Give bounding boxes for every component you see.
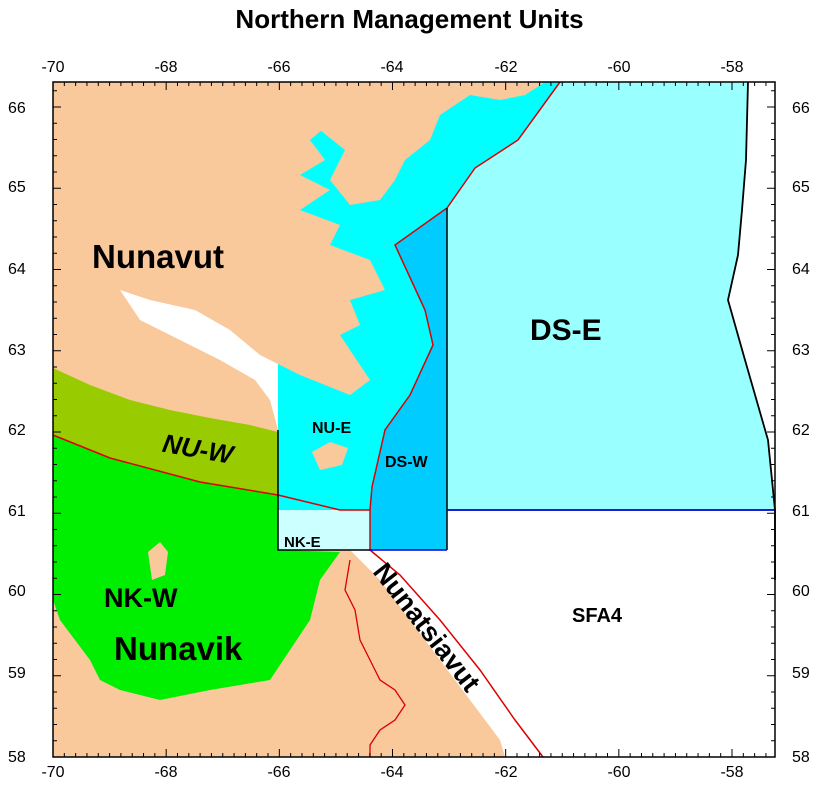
y-tick-right: 66 xyxy=(792,100,810,117)
nk-e-area xyxy=(278,510,370,550)
x-tick-top: -64 xyxy=(380,59,403,76)
label-ds-e: DS-E xyxy=(530,314,602,347)
resolution-island xyxy=(312,442,348,470)
ds-e-area xyxy=(447,82,775,510)
nunatsiavut-border xyxy=(344,559,406,757)
y-axis-labels-right: 66 65 64 63 62 61 60 59 58 xyxy=(792,100,810,766)
x-axis-labels-bottom: -70 -68 -66 -64 -62 -60 -58 xyxy=(41,764,743,781)
y-tick-left: 60 xyxy=(8,583,26,600)
baffin-land-top xyxy=(440,82,545,100)
x-tick-bottom: -66 xyxy=(267,764,290,781)
y-tick-left: 65 xyxy=(8,179,26,196)
label-sfa4: SFA4 xyxy=(572,605,623,627)
x-axis-labels-top: -70 -68 -66 -64 -62 -60 -58 xyxy=(41,59,743,76)
x-tick-top: -58 xyxy=(720,59,743,76)
nk-w-area xyxy=(53,435,340,700)
x-tick-top: -62 xyxy=(494,59,517,76)
x-tick-bottom: -70 xyxy=(41,764,64,781)
x-tick-top: -60 xyxy=(607,59,630,76)
ds-e-east-boundary xyxy=(727,81,776,580)
map-frame xyxy=(52,81,776,758)
y-tick-right: 61 xyxy=(792,503,810,520)
y-tick-left: 59 xyxy=(8,665,26,682)
nu-e-west-boundary xyxy=(277,430,370,551)
y-tick-right: 62 xyxy=(792,422,810,439)
label-nunavut: Nunavut xyxy=(92,238,224,275)
y-tick-right: 65 xyxy=(792,179,810,196)
y-tick-left: 62 xyxy=(8,422,26,439)
sfa4-boundary xyxy=(369,549,544,758)
y-tick-right: 60 xyxy=(792,583,810,600)
label-ds-w: DS-W xyxy=(385,454,429,471)
baffin-land-upper xyxy=(310,82,470,205)
y-tick-right: 63 xyxy=(792,342,810,359)
label-nk-e: NK-E xyxy=(284,534,321,551)
map-title: Northern Management Units xyxy=(235,4,584,34)
ds-w-west-boundary xyxy=(369,81,561,511)
y-axis-ticks xyxy=(53,90,775,758)
y-tick-left: 58 xyxy=(8,749,26,766)
x-tick-bottom: -58 xyxy=(720,764,743,781)
x-tick-bottom: -62 xyxy=(494,764,517,781)
y-tick-left: 64 xyxy=(8,261,26,278)
nunavut-land xyxy=(53,82,385,500)
ds-w-area xyxy=(370,208,447,550)
x-tick-bottom: -68 xyxy=(154,764,177,781)
label-nunavik: Nunavik xyxy=(114,630,243,667)
y-tick-left: 66 xyxy=(8,100,26,117)
x-tick-bottom: -64 xyxy=(380,764,403,781)
nu-w-area xyxy=(53,368,278,495)
nu-w-boundary xyxy=(52,434,370,511)
y-tick-right: 59 xyxy=(792,665,810,682)
nk-w-lake xyxy=(148,542,168,580)
x-axis-ticks xyxy=(52,82,767,757)
y-tick-left: 61 xyxy=(8,503,26,520)
x-tick-bottom: -60 xyxy=(607,764,630,781)
x-tick-top: -68 xyxy=(154,59,177,76)
y-axis-labels-left: 66 65 64 63 62 61 60 59 58 xyxy=(8,100,26,766)
label-nu-e: NU-E xyxy=(312,420,351,437)
y-tick-right: 58 xyxy=(792,749,810,766)
y-tick-left: 63 xyxy=(8,342,26,359)
y-tick-right: 64 xyxy=(792,261,810,278)
x-tick-top: -66 xyxy=(267,59,290,76)
x-tick-top: -70 xyxy=(41,59,64,76)
label-nk-w: NK-W xyxy=(104,583,178,613)
